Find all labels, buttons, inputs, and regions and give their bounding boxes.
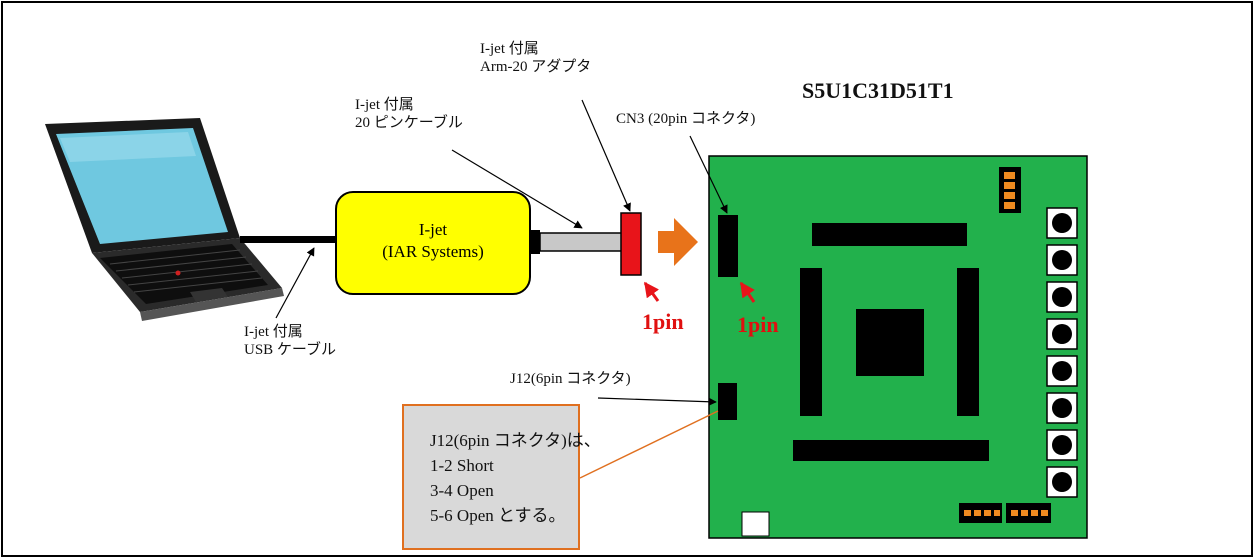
usb-label: I-jet 付属 USB ケーブル	[244, 323, 336, 359]
adapter-leader	[581, 99, 631, 212]
cn3-label: CN3 (20pin コネクタ)	[616, 111, 756, 127]
red-pointer-arrow-icon	[643, 281, 660, 302]
ijet-debugger-box: I-jet (IAR Systems)	[335, 191, 531, 295]
cable20-label-line2: 20 ピンケーブル	[355, 115, 463, 131]
note-line-1: J12(6pin コネクタ)は、	[430, 431, 601, 450]
usb-cable	[240, 236, 338, 243]
cn3-leader	[689, 135, 728, 214]
adapter-label: I-jet 付属 Arm-20 アダプタ	[480, 40, 591, 76]
evaluation-board	[708, 155, 1088, 539]
note-line-4: 5-6 Open とする。	[430, 506, 566, 525]
ijet-vendor: (IAR Systems)	[382, 242, 484, 261]
note-leader	[579, 410, 719, 479]
arm20-adapter	[620, 212, 642, 276]
cable20-label-line1: I-jet 付属	[355, 97, 414, 113]
board-title: S5U1C31D51T1	[802, 78, 954, 103]
red-pointer-arrow-icon	[739, 281, 756, 303]
note-line-2: 1-2 Short	[430, 456, 494, 475]
usb-label-line2: USB ケーブル	[244, 342, 337, 358]
adapter-label-line2: Arm-20 アダプタ	[480, 59, 592, 75]
j12-leader	[597, 397, 717, 406]
pin1-label-adapter: 1pin	[642, 309, 684, 334]
usb-leader	[275, 247, 315, 319]
adapter-label-line1: I-jet 付属	[480, 41, 539, 57]
usb-label-line1: I-jet 付属	[244, 324, 303, 340]
note-line-3: 3-4 Open	[430, 481, 494, 500]
ijet-name: I-jet	[418, 220, 448, 239]
j12-setting-note: J12(6pin コネクタ)は、 1-2 Short 3-4 Open 5-6 …	[402, 404, 601, 550]
cable20-label: I-jet 付属 20 ピンケーブル	[355, 96, 463, 132]
pin1-label-board: 1pin	[737, 312, 779, 337]
cable20-leader	[451, 149, 583, 229]
right-arrow-icon	[658, 218, 698, 266]
j12-label: J12(6pin コネクタ)	[510, 371, 631, 387]
laptop-icon	[45, 118, 284, 321]
